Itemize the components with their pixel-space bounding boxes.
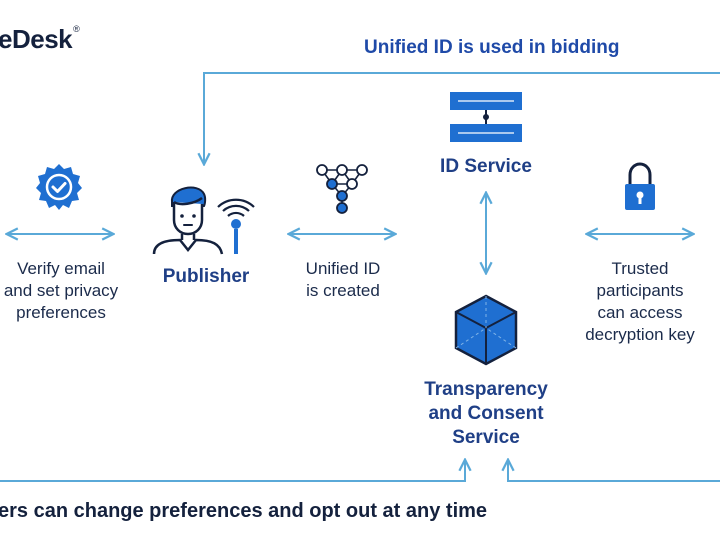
trusted-caption-line-1: Trusted xyxy=(611,259,669,278)
trusted-caption: Trusted participants can access decrypti… xyxy=(572,258,708,346)
brand-logo: eDesk® xyxy=(0,24,80,55)
optout-footer: ers can change preferences and opt out a… xyxy=(0,500,488,522)
cube-icon xyxy=(454,294,518,366)
tcs-title-line-1: Transparency xyxy=(424,379,548,400)
trusted-caption-line-4: decryption key xyxy=(585,325,695,344)
optout-connector-left xyxy=(0,461,465,482)
unified-caption-line-2: is created xyxy=(306,281,380,300)
publisher-title: Publisher xyxy=(162,266,250,287)
tcs-title-line-2: and Consent xyxy=(428,403,544,424)
tcs-title: Transparency and Consent Service xyxy=(400,378,572,450)
registered-mark: ® xyxy=(73,24,80,34)
publisher-person-icon xyxy=(152,186,255,255)
server-stack-icon xyxy=(450,92,522,142)
verify-caption: Verify email and set privacy preferences xyxy=(0,258,126,324)
bidding-headline: Unified ID is used in bidding xyxy=(364,37,620,58)
verify-caption-line-2: and set privacy xyxy=(3,281,119,300)
id-service-title: ID Service xyxy=(440,156,532,177)
verify-caption-line-1: Verify email xyxy=(17,259,105,278)
node-network-icon xyxy=(316,164,368,214)
lock-icon xyxy=(625,162,655,210)
unified-caption-line-1: Unified ID xyxy=(305,259,381,278)
trusted-caption-line-2: participants xyxy=(596,281,684,300)
bidding-connector xyxy=(204,72,720,163)
brand-logo-text: eDesk xyxy=(0,24,73,54)
tcs-title-line-3: Service xyxy=(452,427,520,448)
verify-caption-line-3: preferences xyxy=(16,303,106,322)
verified-badge-icon xyxy=(36,164,82,210)
trusted-caption-line-3: can access xyxy=(597,303,683,322)
optout-connector-right xyxy=(508,461,720,482)
unified-caption: Unified ID is created xyxy=(280,258,406,302)
